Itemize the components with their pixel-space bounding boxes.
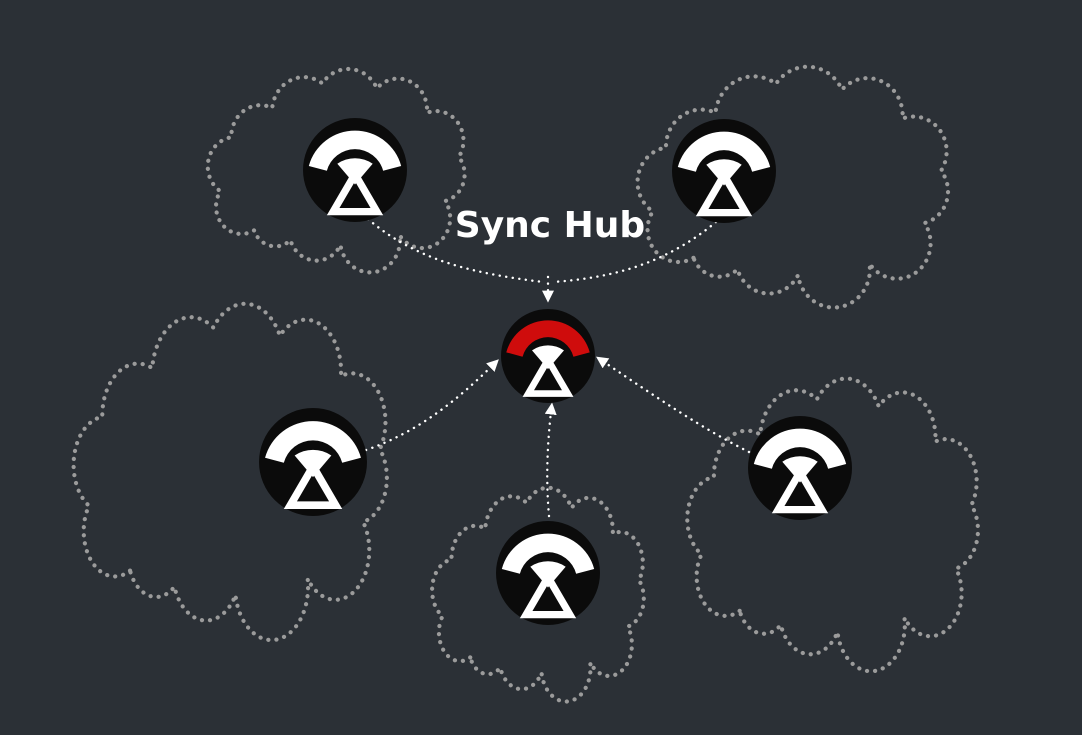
- sync-device-icon: [259, 408, 367, 516]
- edges-layer: [364, 217, 751, 518]
- cloud-outline-top-right: [638, 67, 948, 308]
- sync-device-icon: [748, 416, 852, 520]
- sync-arrow-mid-left: [364, 359, 499, 452]
- sync-device-icon: [496, 521, 600, 625]
- sync-hub-icon: [501, 309, 595, 403]
- device-node-top-right: [672, 119, 776, 223]
- nodes-layer: [259, 118, 852, 625]
- cloud-outline-bottom-center: [432, 488, 644, 702]
- sync-arrow-top-left: [366, 217, 545, 284]
- sync-device-icon: [672, 119, 776, 223]
- device-node-mid-left: [259, 408, 367, 516]
- device-node-mid-right: [748, 416, 852, 520]
- cloud-outline-top-left: [208, 69, 465, 272]
- sync-arrow-mid-right: [596, 356, 751, 454]
- cloud-outline-mid-right: [687, 379, 978, 672]
- sync-arrow-bottom-center: [544, 402, 557, 518]
- sync-arrow-top-right: [551, 220, 718, 284]
- device-node-bottom-center: [496, 521, 600, 625]
- device-node-top-left: [303, 118, 407, 222]
- diagram-title: Sync Hub: [455, 205, 645, 246]
- clouds-layer: [74, 67, 978, 702]
- sync-hub-node: [501, 309, 595, 403]
- sync-device-icon: [303, 118, 407, 222]
